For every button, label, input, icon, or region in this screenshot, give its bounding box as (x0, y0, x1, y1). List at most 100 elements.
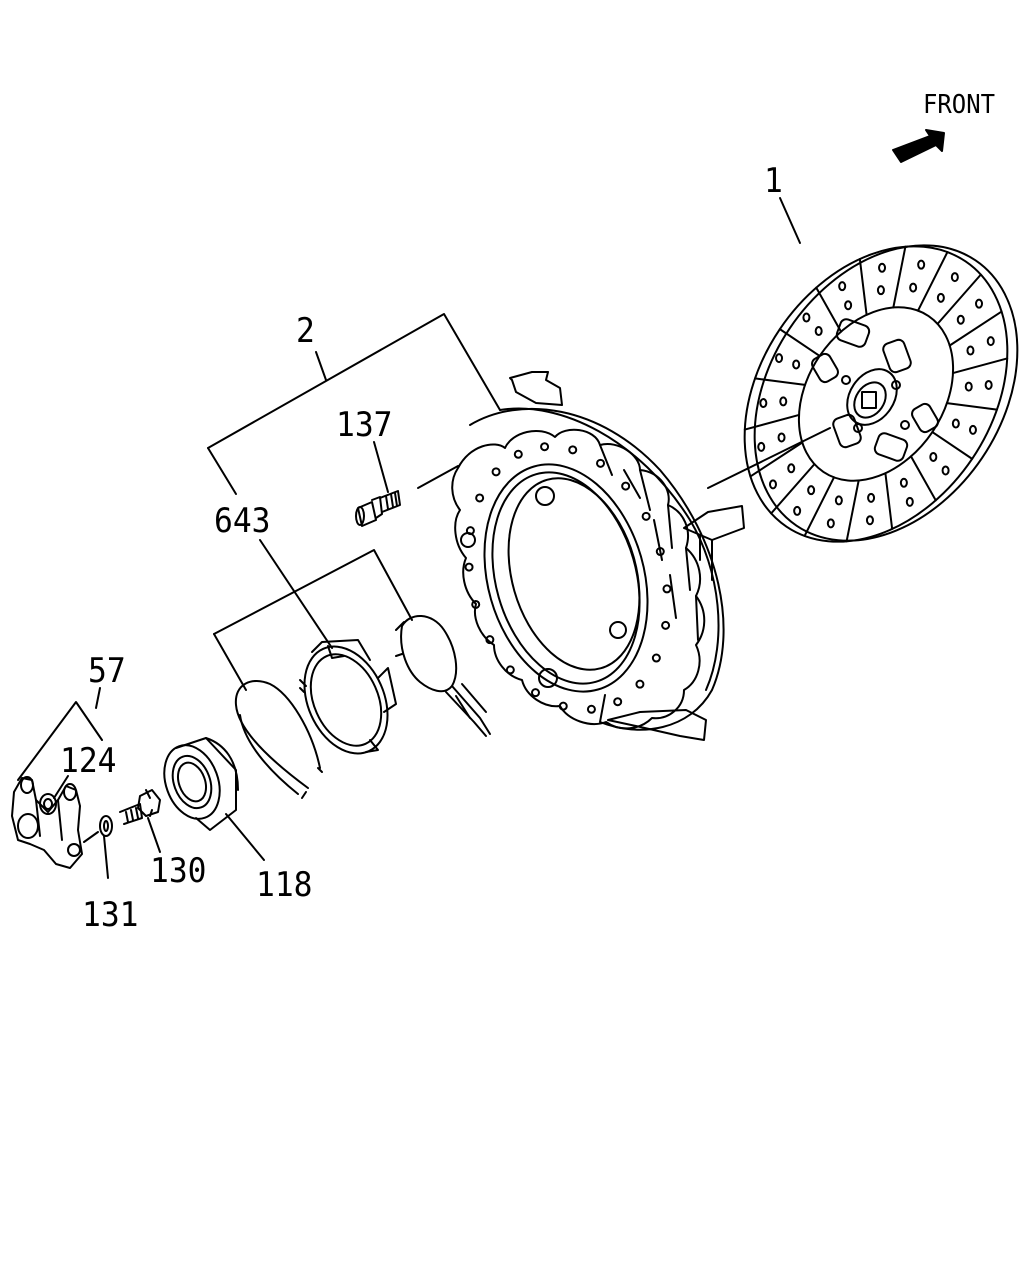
part-label-131[interactable]: 131 (82, 895, 139, 935)
plate-hole (541, 443, 548, 450)
wire-spring[interactable] (396, 616, 490, 736)
washer[interactable] (100, 816, 112, 836)
disc-rivet (910, 284, 916, 292)
plate-hole (588, 706, 595, 713)
plate-hole (622, 483, 629, 490)
plate-hole (663, 585, 670, 592)
front-direction-label: FRONT (923, 90, 996, 120)
disc-rivet (901, 479, 907, 487)
disc-rivet (879, 264, 885, 272)
plate-hole (486, 636, 493, 643)
disc-rivet (988, 337, 994, 345)
disc-rivet (986, 381, 992, 389)
disc-rivet (816, 327, 822, 335)
part-label-130[interactable]: 130 (150, 851, 207, 891)
plate-hole (662, 622, 669, 629)
leader-lines (18, 198, 830, 878)
disc-rivet (780, 397, 786, 405)
bushing[interactable] (40, 794, 56, 814)
disc-segment-line (847, 481, 859, 542)
part-label-1[interactable]: 1 (764, 161, 783, 201)
part-label-137[interactable]: 137 (336, 405, 393, 445)
disc-rivet (793, 360, 799, 368)
disc-rivet (970, 426, 976, 434)
clutch-disc[interactable] (690, 195, 1024, 591)
plate-hole (476, 494, 483, 501)
disc-segment-line (860, 259, 867, 315)
disc-rivet (836, 496, 842, 504)
release-bearing[interactable] (155, 737, 238, 830)
disc-rivet (776, 354, 782, 362)
disc-rivet (976, 300, 982, 308)
disc-segment-line (947, 403, 997, 410)
disc-rivet (907, 498, 913, 506)
disc-rivet (794, 507, 800, 515)
disc-segment-line (755, 378, 805, 385)
disc-segment-line (780, 329, 820, 356)
part-label-118[interactable]: 118 (256, 865, 313, 905)
plate-hole (515, 451, 522, 458)
disc-segment-line (950, 312, 1002, 346)
disc-segment-line (745, 415, 799, 430)
disc-rivet (788, 464, 794, 472)
fork-assembly[interactable] (12, 777, 82, 868)
plate-hole (614, 698, 621, 705)
disc-rivet (943, 466, 949, 474)
disc-rivet (808, 486, 814, 494)
disc-rivet (868, 494, 874, 502)
pressure-plate-assembly[interactable] (452, 372, 744, 740)
disc-segment-line (771, 464, 814, 513)
disc-rivet (770, 480, 776, 488)
disc-rivet (760, 399, 766, 407)
disc-rivet (758, 443, 764, 451)
plate-hole (493, 468, 500, 475)
disc-rivet (878, 286, 884, 294)
disc-rivet (845, 301, 851, 309)
plate-hole (636, 681, 643, 688)
retainer-ring[interactable] (289, 633, 404, 766)
disc-segment-line (816, 288, 841, 332)
disc-rivet (952, 273, 958, 281)
disc-rivet (966, 383, 972, 391)
disc-segment-line (918, 252, 947, 311)
disc-rivet (918, 261, 924, 269)
disc-segment-line (932, 432, 972, 459)
disc-rivet (828, 519, 834, 527)
disc-segment-line (885, 473, 892, 529)
disc-segment-line (893, 247, 905, 308)
disc-segment-line (805, 477, 834, 536)
disc-rivet (839, 282, 845, 290)
plate-hole (466, 564, 473, 571)
disc-rivet (938, 294, 944, 302)
disc-rivet (867, 516, 873, 524)
plate-hole (643, 513, 650, 520)
plate-hole (569, 446, 576, 453)
part-label-2[interactable]: 2 (296, 311, 315, 351)
bolt-137[interactable] (356, 491, 400, 526)
plate-hole (507, 666, 514, 673)
snap-ring[interactable] (236, 681, 322, 798)
plate-hole (597, 460, 604, 467)
plate-hole (653, 655, 660, 662)
disc-rivet (953, 420, 959, 428)
stud-bolt[interactable] (120, 790, 160, 824)
plate-hole (560, 703, 567, 710)
part-label-57[interactable]: 57 (88, 651, 126, 691)
disc-segment-line (953, 358, 1007, 373)
disc-rivet (803, 314, 809, 322)
front-arrow-icon (893, 130, 944, 162)
plate-hole (472, 601, 479, 608)
plate-hole (532, 689, 539, 696)
plate-hole (657, 548, 664, 555)
part-label-124[interactable]: 124 (60, 741, 117, 781)
disc-segment-line (750, 442, 802, 476)
disc-rivet (967, 347, 973, 355)
disc-rivet (930, 453, 936, 461)
disc-rivet (779, 433, 785, 441)
damper-springs (810, 318, 940, 463)
disc-segment-line (911, 456, 936, 500)
disc-segment-line (938, 275, 981, 324)
part-label-643[interactable]: 643 (214, 501, 271, 541)
